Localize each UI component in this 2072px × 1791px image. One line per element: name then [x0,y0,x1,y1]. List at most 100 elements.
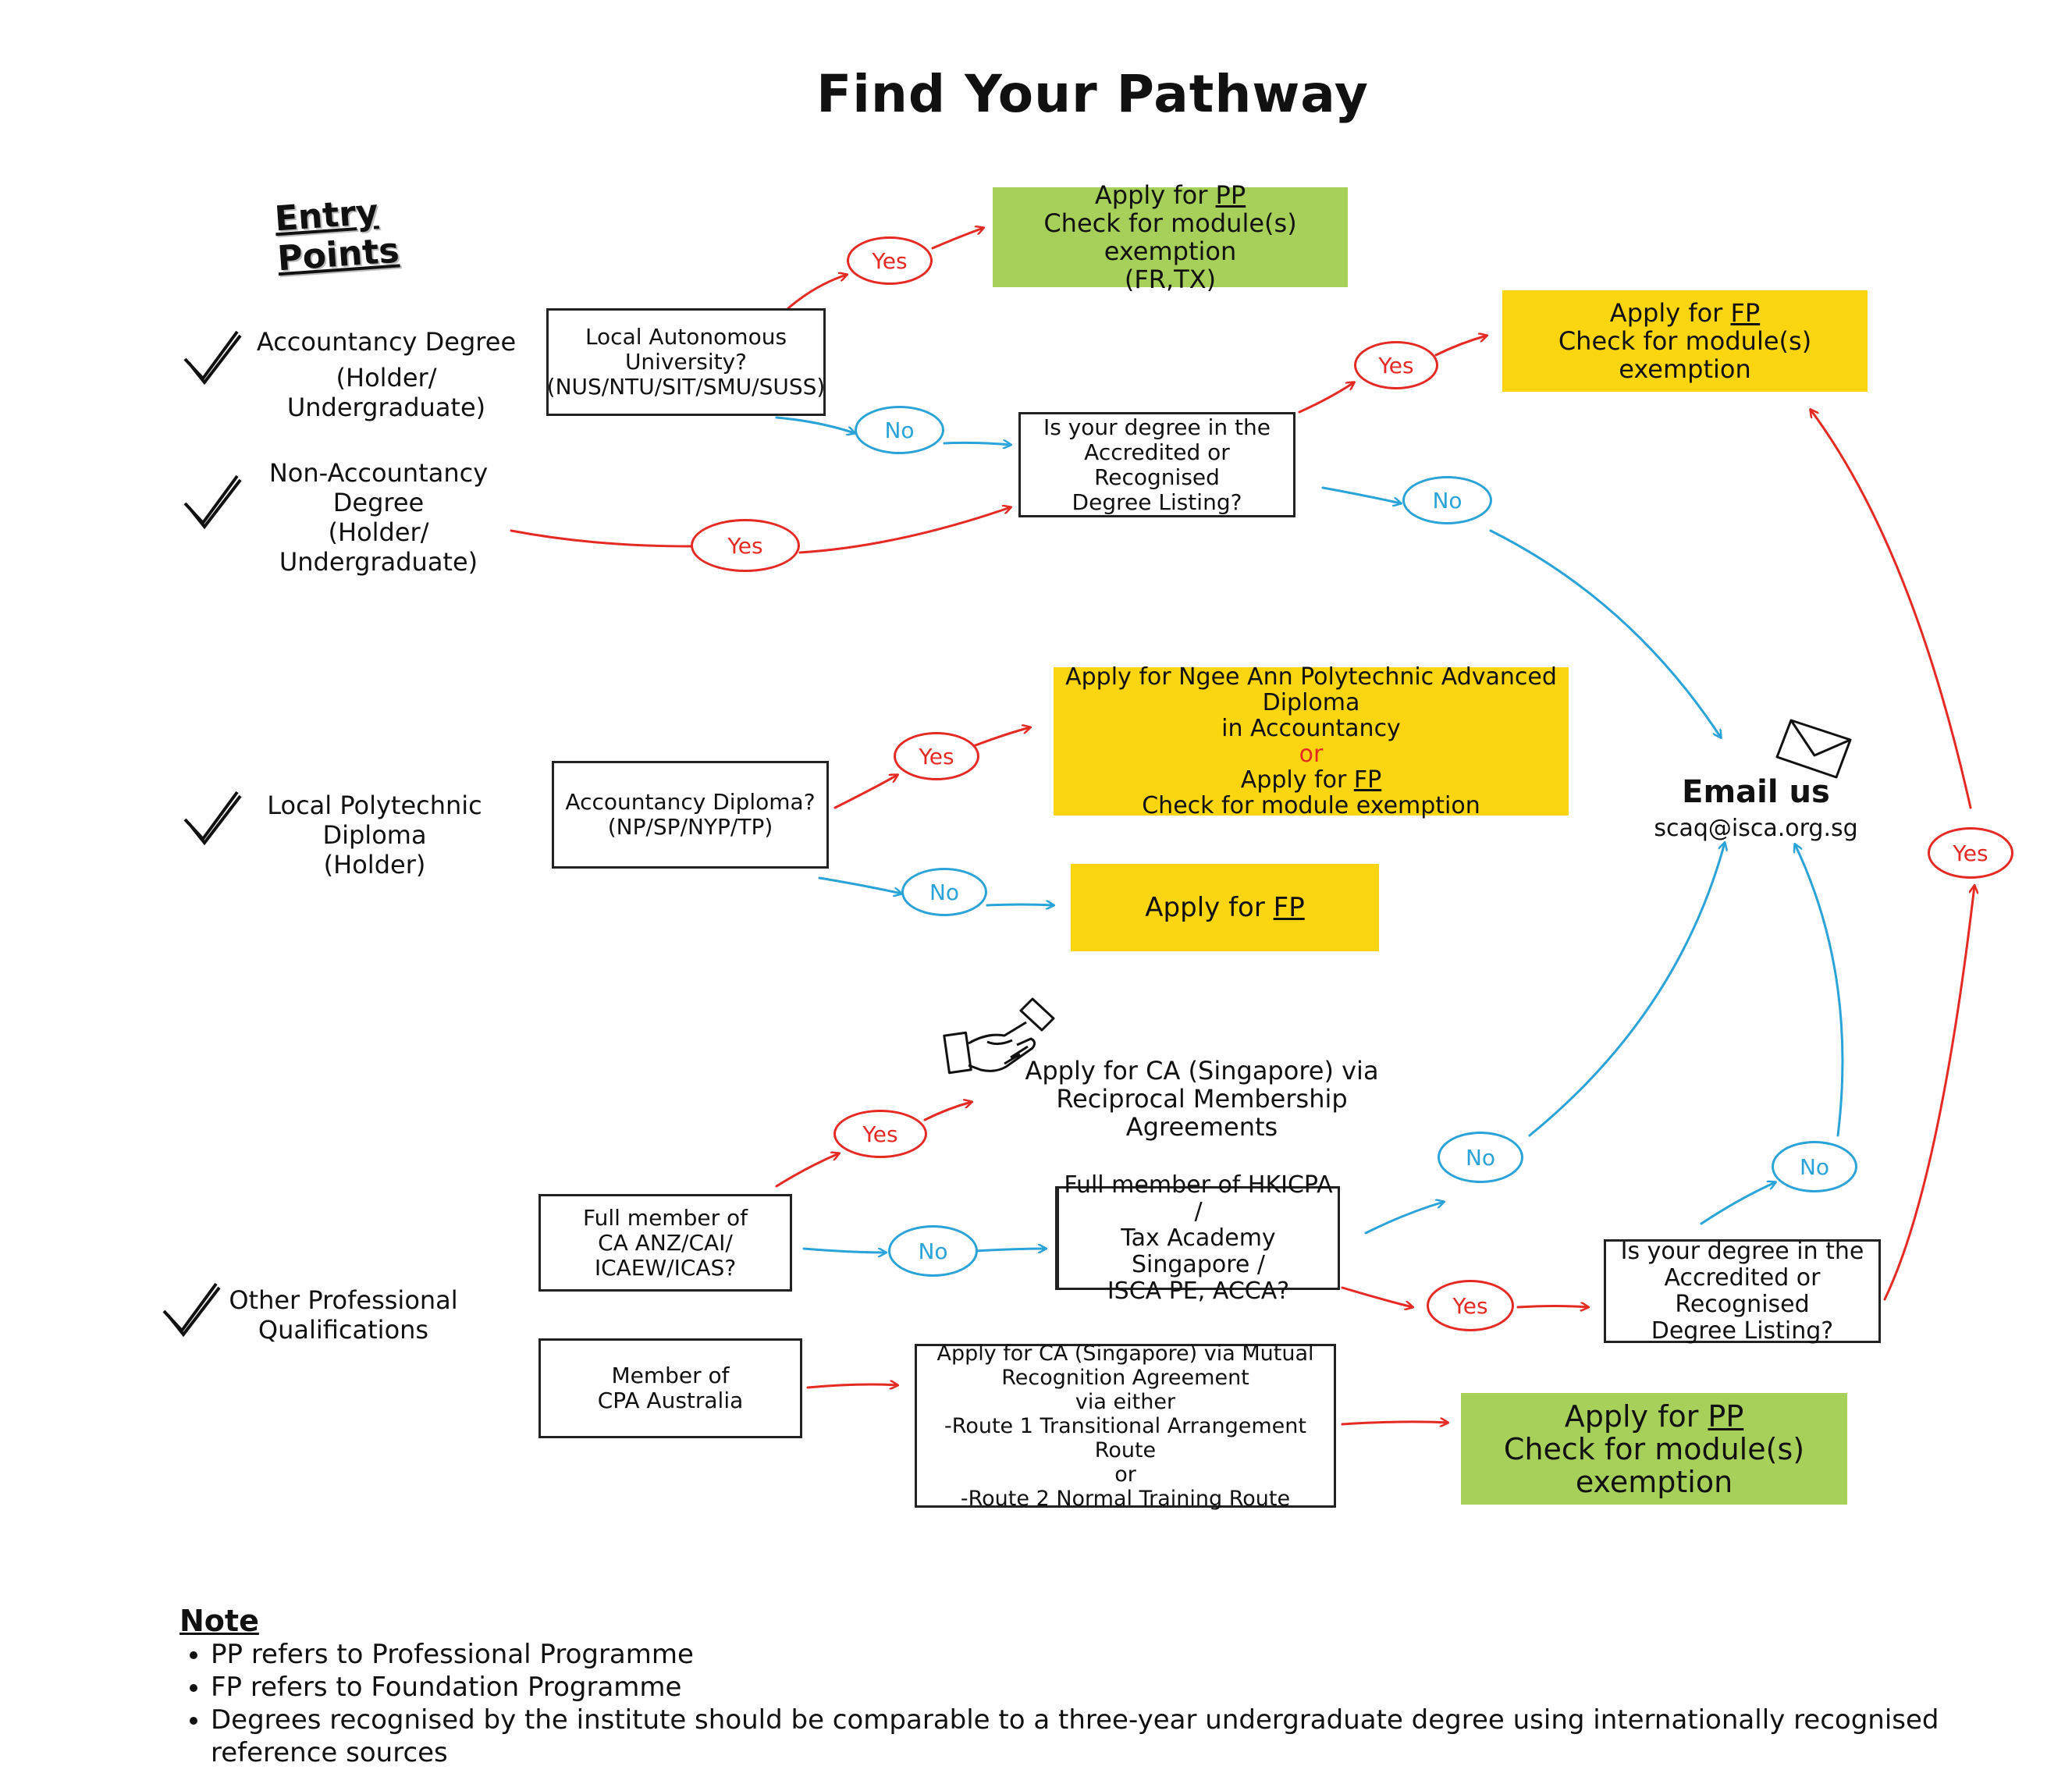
outcome-line: Check for module(s) exemption [1558,326,1812,384]
question-line: -Route 1 Transitional Arrangement Route [944,1413,1306,1462]
fp-link: FP [1730,298,1761,328]
connector-yes [1298,382,1354,414]
outcome-line: Apply for PP [1095,181,1246,209]
box-mutual-recognition-agreement: Apply for CA (Singapore) via Mutual Reco… [915,1341,1336,1511]
yes-label: Yes [847,236,933,285]
outcome-line: in Accountancy [1221,715,1401,742]
outcome-line: Apply for FP [1145,894,1304,922]
outcome-ngee-ann-or-fp: Apply for Ngee Ann Polytechnic Advanced … [1054,664,1569,819]
no-label: No [1402,476,1492,524]
question-accredited-degree-2: Is your degree in the Accredited or Reco… [1604,1237,1881,1345]
connector-yes [510,529,692,548]
outcome-line: Apply for FP [1610,299,1760,327]
question-line: Recognition Agreement [1001,1365,1249,1390]
question-line: Degree Listing? [1651,1317,1834,1345]
connector-yes [923,1102,972,1121]
yes-label: Yes [1354,341,1438,389]
question-line: ICAEW/ICAS? [594,1254,737,1281]
question-line: Apply for CA (Singapore) via Mutual [936,1341,1314,1366]
outcome-line: Apply for CA (Singapore) via [1025,1055,1379,1086]
outcome-line: exemption [1575,1464,1733,1499]
outcome-text: Apply for [1564,1398,1708,1434]
check-icon [183,791,242,846]
email-block: Email us scaq@isca.org.sg [1654,765,1857,851]
email-address-link[interactable]: scaq@isca.org.sg [1654,814,1858,842]
question-full-member-hkicpa: Full member of HKICPA / Tax Academy Sing… [1055,1171,1340,1304]
entry-sub-label: (Holder/ Undergraduate) [279,517,478,577]
outcome-apply-pp-top: Apply for PP Check for module(s) exempti… [993,181,1348,293]
fp-link: FP [1273,892,1305,923]
question-full-member-ca: Full member of CA ANZ/CAI/ ICAEW/ICAS? [538,1194,792,1292]
question-line: Is your degree in the [1620,1237,1864,1265]
check-icon [162,1282,221,1338]
connector-no [1364,1202,1444,1235]
no-label: No [888,1225,978,1277]
entry-non-accountancy-degree: Non-Accountancy Degree (Holder/ Undergra… [234,458,523,577]
outcome-ca-reciprocal: Apply for CA (Singapore) via Reciprocal … [999,1057,1405,1141]
note-title: Note [179,1604,259,1638]
connector-yes [1434,336,1487,357]
connector-yes [787,275,847,310]
question-line: or [1114,1462,1136,1487]
entry-label: Non-Accountancy Degree [268,458,489,517]
question-line: Local Autonomous [585,324,787,350]
note-item: Degrees recognised by the institute shou… [211,1704,2052,1769]
connector-yes [833,775,897,809]
outcome-line: Check for module exemption [1142,792,1480,819]
question-line: Accredited or Recognised [1664,1263,1821,1318]
question-line: Tax Academy Singapore / [1121,1224,1276,1278]
entry-sub-label: (Holder) [323,850,426,880]
connector-no [986,904,1054,905]
pp-link: PP [1215,180,1246,210]
outcome-text: Apply for [1145,892,1274,923]
outcome-text: Apply for [1240,766,1354,794]
yes-label: Yes [833,1110,927,1158]
question-line: Accredited or Recognised [1084,439,1230,490]
entry-local-polytechnic: Local Polytechnic Diploma (Holder) [250,784,499,886]
outcome-line: Apply for FP [1241,767,1381,793]
question-cpa-australia: Member of CPA Australia [538,1338,802,1438]
email-title: Email us [1682,773,1830,810]
connector-arrow [806,1384,897,1388]
connector-no [1795,844,1844,1137]
fp-link: FP [1353,766,1382,794]
connector-yes [1811,410,1972,809]
yes-label: Yes [1928,827,2013,879]
entry-label: Qualifications [258,1315,429,1345]
question-line: ISCA PE, ACCA? [1107,1277,1290,1305]
question-line: Accountancy Diploma? [565,789,816,815]
envelope-icon [1775,719,1852,779]
or-text: or [1299,741,1324,768]
question-line: via either [1075,1389,1176,1414]
entry-label: Local Polytechnic [267,791,482,820]
outcome-text: Apply for [1609,298,1731,328]
no-label: No [855,406,944,454]
entry-label: Accountancy Degree [256,327,517,357]
connector-yes [775,1153,839,1188]
connector-no [1528,843,1725,1137]
connector-no [1321,486,1401,503]
connector-yes [798,507,1011,554]
outcome-line: (FR,TX) [1124,265,1217,294]
yes-label: Yes [691,519,800,572]
question-line: Degree Listing? [1072,489,1242,515]
pp-link: PP [1708,1398,1744,1434]
question-line: Member of [611,1363,730,1388]
question-line: (NP/SP/NYP/TP) [607,814,773,840]
connector-no [943,442,1011,445]
connector-yes [1883,886,1974,1301]
question-line: (NUS/NTU/SIT/SMU/SUSS) [546,374,826,400]
connector-no [1700,1182,1775,1225]
connector-yes [974,727,1030,747]
no-label: No [901,868,987,916]
question-accountancy-diploma: Accountancy Diploma? (NP/SP/NYP/TP) [552,761,829,869]
note-list: PP refers to Professional Programme FP r… [179,1638,2052,1769]
question-line: CA ANZ/CAI/ [598,1229,733,1256]
outcome-line: Reciprocal Membership Agreements [1056,1083,1348,1142]
connector-yes [931,228,983,250]
entry-sub-label: (Holder/ Undergraduate) [286,363,486,422]
yes-label: Yes [1427,1280,1514,1331]
connector-no [775,416,855,433]
connector-no [974,1249,1046,1251]
